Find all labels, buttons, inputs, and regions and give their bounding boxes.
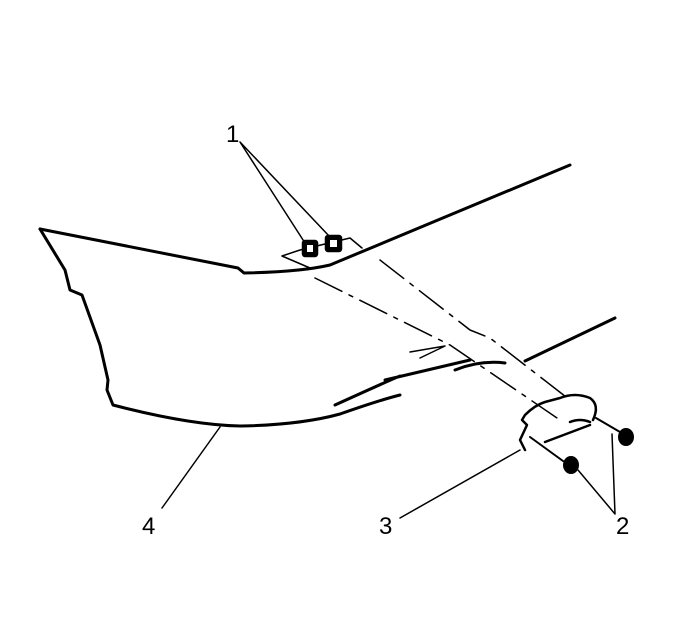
fascia-panel-edge [38, 227, 402, 428]
bracket [518, 393, 598, 452]
mounting-pad [281, 237, 363, 269]
screw [529, 417, 634, 474]
body-contour-mid [453, 360, 507, 372]
callout-1: 1 [226, 121, 240, 148]
callout-3: 3 [379, 513, 393, 540]
leader-line-3 [399, 449, 521, 519]
fascia-panel [38, 163, 572, 275]
body-contour-lower [333, 316, 617, 407]
leader-line-4 [161, 426, 221, 509]
callout-2: 2 [616, 513, 630, 540]
alignment-line [314, 259, 571, 421]
retainer-clip [301, 234, 343, 258]
callout-4: 4 [142, 513, 156, 540]
leader-line-2 [577, 433, 616, 515]
alignment-line-inner [409, 345, 446, 359]
leader-line-1 [239, 141, 331, 244]
